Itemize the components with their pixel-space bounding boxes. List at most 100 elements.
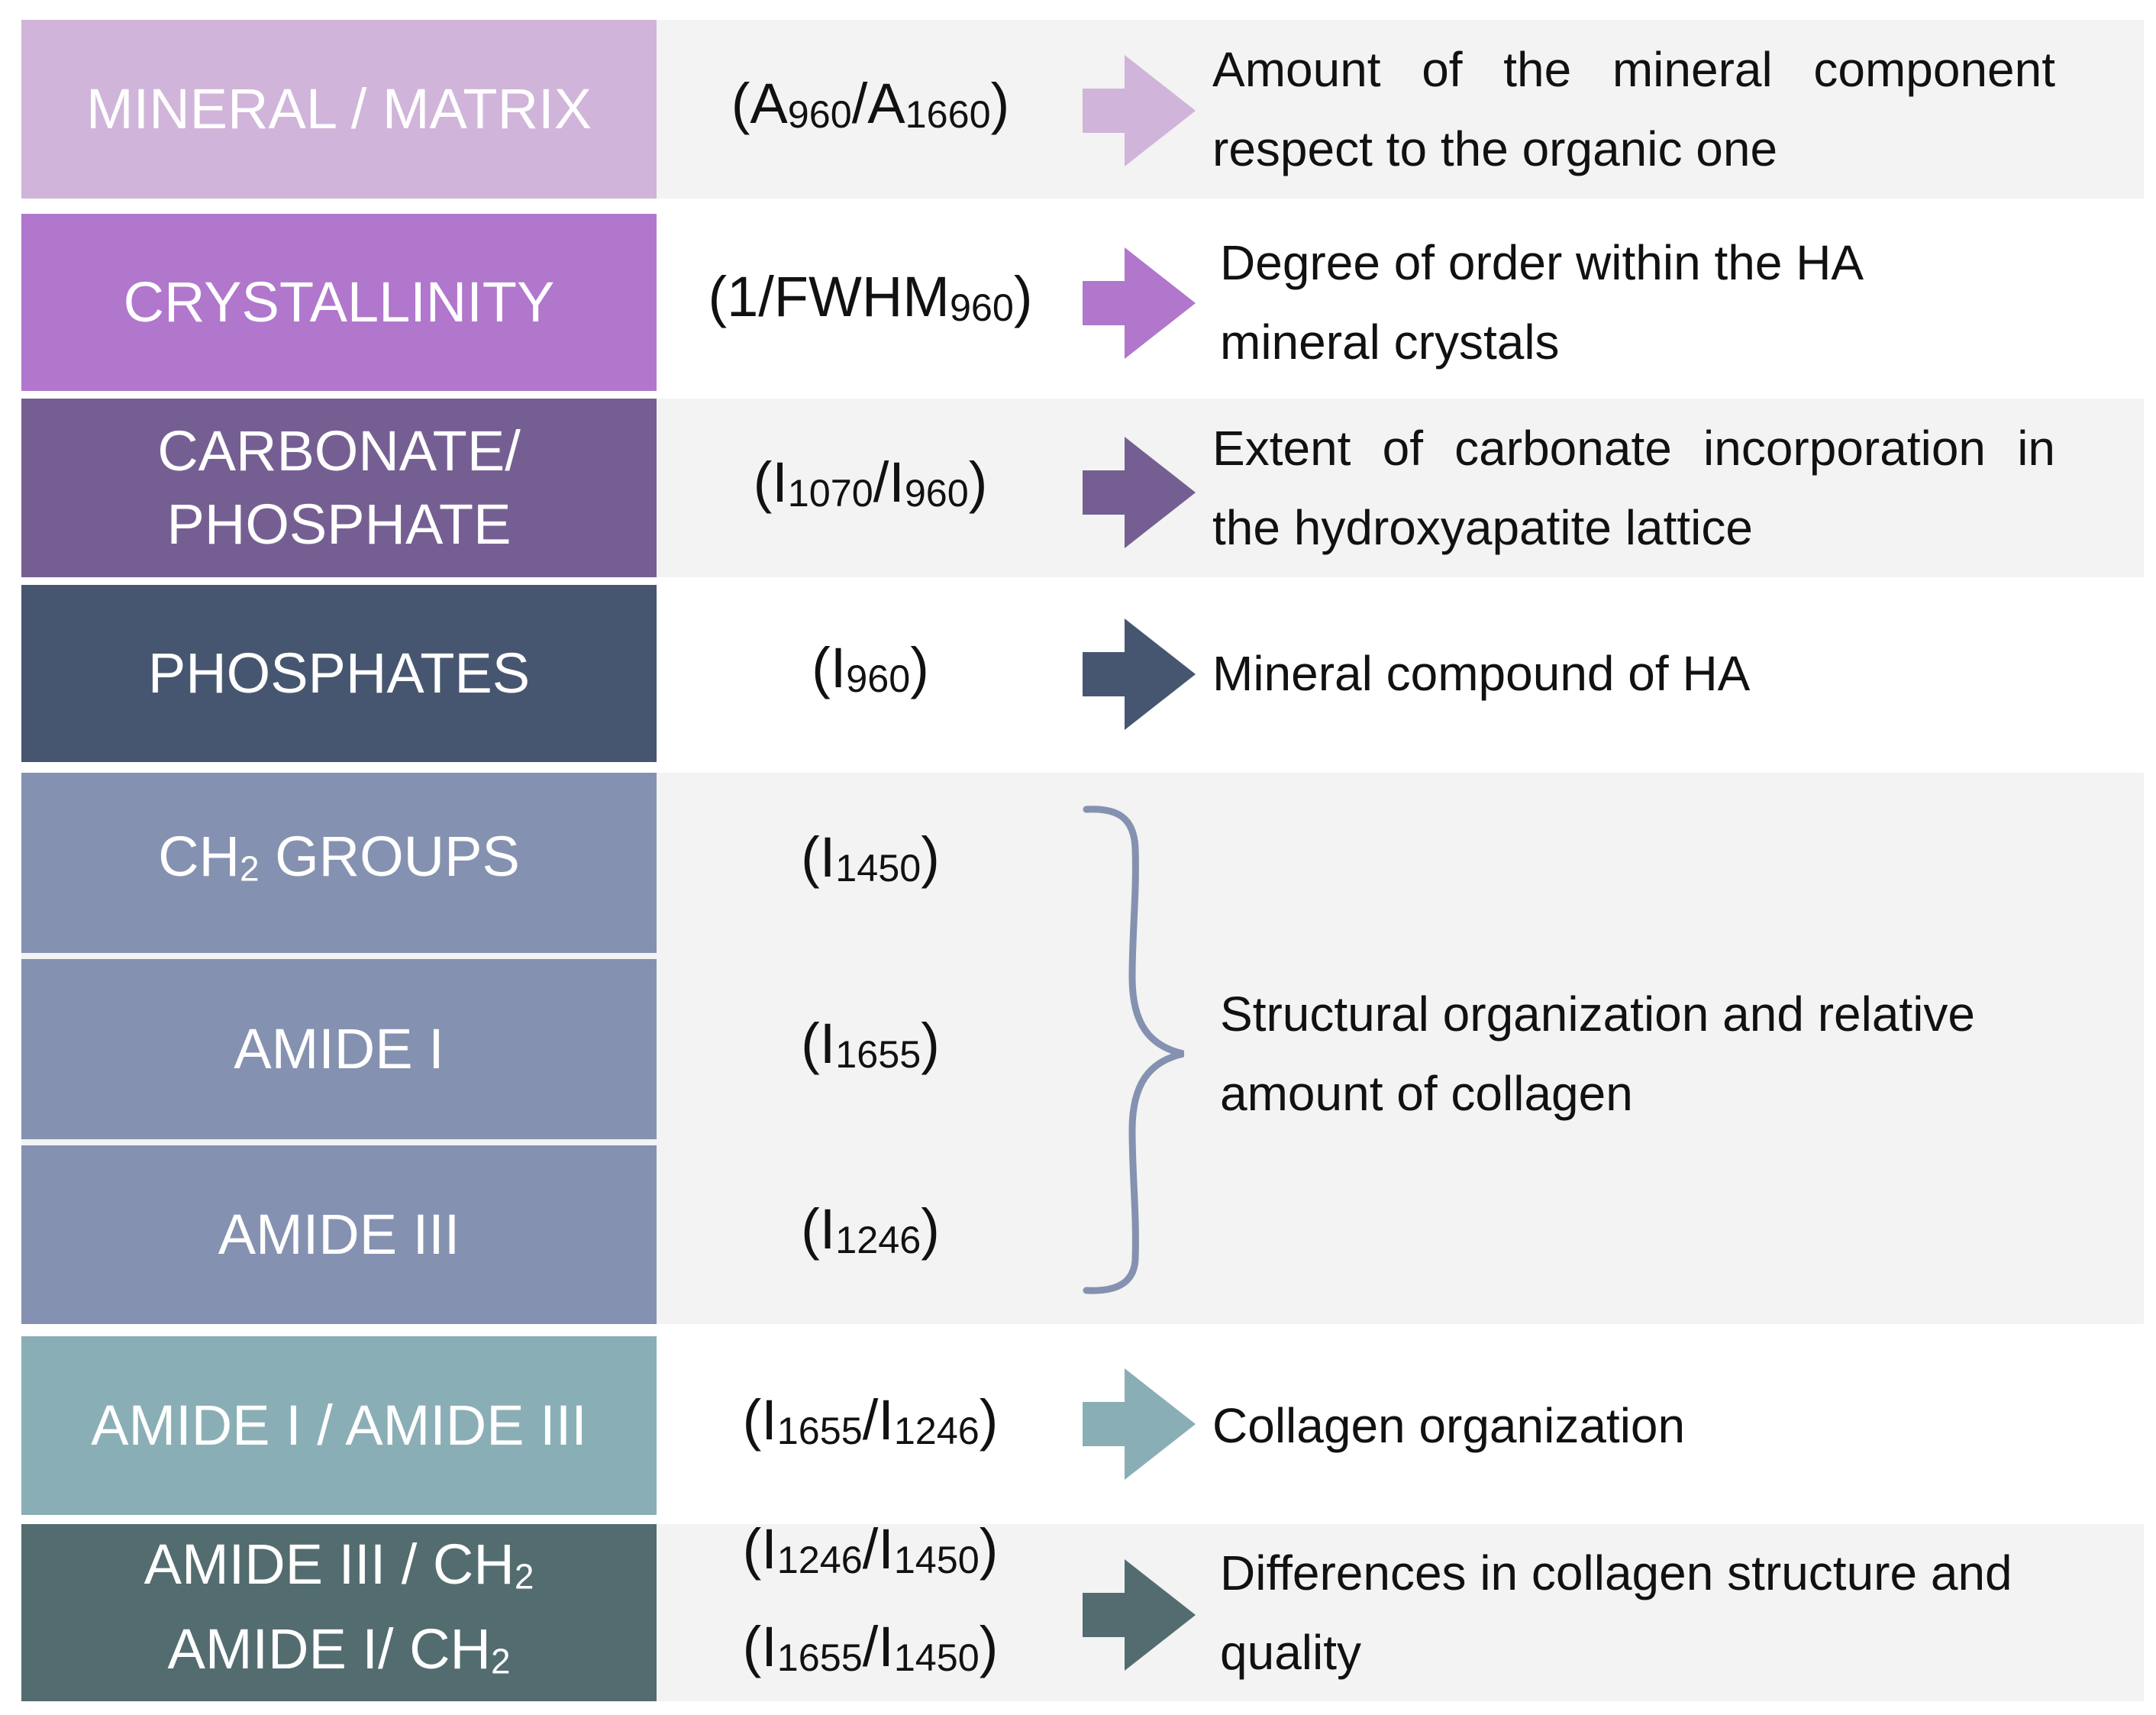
- label-crystallinity: CRYSTALLINITY: [21, 214, 657, 391]
- label-line: AMIDE I / AMIDE III: [91, 1389, 587, 1462]
- formula-subscript: 960: [904, 471, 969, 515]
- formula-line: (I1070/I960): [754, 439, 988, 537]
- formula-text: ): [921, 1011, 940, 1075]
- label-subscript: 2: [490, 1641, 511, 1681]
- formula-text: (I: [801, 1011, 836, 1075]
- formula-subscript: 960: [846, 657, 911, 701]
- label-phosphates: PHOSPHATES: [21, 585, 657, 762]
- label-subscript: 2: [240, 848, 260, 889]
- formula-line: (I1655): [801, 1000, 940, 1098]
- description-crystallinity: Degree of order within the HA mineral cr…: [1220, 221, 2060, 383]
- arrow-amide-i-amide-iii: [1083, 1368, 1196, 1480]
- formula-amide-i: (I1655): [657, 959, 1084, 1139]
- formula-text: ): [979, 1615, 999, 1678]
- label-line: AMIDE I: [234, 1013, 444, 1086]
- description-text: Degree of order within the HA mineral cr…: [1220, 235, 1861, 370]
- formula-carbonate-phosphate: (I1070/I960): [657, 399, 1084, 577]
- label-line: MINERAL / MATRIX: [86, 73, 592, 146]
- label-text: CRYSTALLINITY: [124, 266, 555, 339]
- formula-subscript: 1655: [776, 1409, 863, 1453]
- label-text-part: MINERAL / MATRIX: [86, 77, 592, 140]
- label-text-part: CARBONATE/: [157, 419, 521, 483]
- formula-line: (I960): [812, 625, 929, 722]
- formula-text: (I: [742, 1516, 777, 1581]
- label-text: AMIDE I / AMIDE III: [91, 1389, 587, 1462]
- formula-mineral-matrix: (A960/A1660): [657, 20, 1084, 199]
- formula-text: /I: [862, 1387, 894, 1452]
- label-text-part: PHOSPHATE: [166, 493, 512, 556]
- formula-text: ): [990, 71, 1010, 135]
- label-text: CARBONATE/PHOSPHATE: [157, 415, 521, 561]
- label-text: PHOSPHATES: [148, 637, 530, 710]
- label-text: MINERAL / MATRIX: [86, 73, 592, 146]
- formula-line: (I1655/I1450): [743, 1604, 999, 1701]
- label-line: AMIDE III / CH2: [144, 1528, 534, 1613]
- label-text-part: PHOSPHATES: [147, 641, 531, 705]
- formula-text: (I: [812, 635, 847, 699]
- description-text: Differences in collagen structure and qu…: [1220, 1545, 2012, 1680]
- formula-subscript: 1450: [893, 1538, 980, 1581]
- description-mineral-matrix: Amount of the mineral component respect …: [1212, 27, 2055, 191]
- formula-text: (I: [742, 1615, 777, 1678]
- label-ch2-groups: CH2 GROUPS: [21, 773, 657, 953]
- formula-subscript: 1246: [776, 1538, 863, 1581]
- label-text-part: GROUPS: [259, 825, 520, 889]
- curly-brace-icon: [1083, 806, 1185, 1294]
- description-amide-ch2-ratios: Differences in collagen structure and qu…: [1220, 1532, 2060, 1694]
- formula-subscript: 1655: [835, 1032, 921, 1077]
- description-collagen-group: Structural organization and relative amo…: [1220, 970, 2067, 1138]
- label-text: AMIDE I: [234, 1013, 444, 1086]
- formula-text: /I: [873, 450, 905, 514]
- label-text-part: AMIDE I / AMIDE III: [91, 1394, 587, 1457]
- formula-subscript: 960: [949, 286, 1014, 330]
- formula-line: (I1655/I1246): [743, 1377, 999, 1474]
- description-text: Mineral compound of HA: [1212, 646, 1751, 701]
- formula-subscript: 1450: [835, 846, 921, 890]
- description-text: Extent of carbonate incorporation in the…: [1212, 421, 2055, 555]
- formula-text: /A: [851, 71, 905, 135]
- formula-amide-ch2-ratios: (I1246/I1450)(I1655/I1450): [657, 1497, 1084, 1710]
- formula-subscript: 1070: [787, 471, 873, 515]
- label-text-part: AMIDE I: [234, 1017, 444, 1080]
- formula-subscript: 960: [787, 92, 852, 137]
- formula-text: (I: [801, 1197, 836, 1261]
- label-text-part: AMIDE I/ CH: [167, 1617, 491, 1681]
- formula-text: (I: [753, 450, 788, 514]
- formula-subscript: 1660: [905, 92, 991, 137]
- label-line: CARBONATE/: [157, 415, 521, 488]
- formula-subscript: 1655: [776, 1636, 863, 1680]
- label-carbonate-phosphate: CARBONATE/PHOSPHATE: [21, 399, 657, 577]
- description-text: Structural organization and relative amo…: [1220, 987, 1975, 1121]
- formula-phosphates: (I960): [657, 585, 1084, 762]
- label-mineral-matrix: MINERAL / MATRIX: [21, 20, 657, 199]
- brace-path: [1083, 806, 1185, 1294]
- formula-text: (I: [801, 825, 836, 889]
- formula-subscript: 1246: [893, 1409, 980, 1453]
- label-text: AMIDE III: [218, 1198, 460, 1271]
- label-text-part: CH: [158, 825, 240, 889]
- arrow-amide-ch2-ratios: [1083, 1559, 1196, 1671]
- arrow-phosphates: [1083, 618, 1196, 730]
- formula-text: (I: [742, 1387, 777, 1452]
- label-line: AMIDE I/ CH2: [144, 1613, 534, 1697]
- formula-subscript: 1450: [893, 1636, 980, 1680]
- formula-text: ): [910, 635, 929, 699]
- formula-text: /I: [862, 1615, 894, 1678]
- formula-text: (A: [731, 71, 788, 135]
- label-amide-i: AMIDE I: [21, 959, 657, 1139]
- formula-line: (I1246/I1450): [743, 1506, 999, 1604]
- label-subscript: 2: [514, 1556, 534, 1596]
- label-line: PHOSPHATES: [148, 637, 530, 710]
- label-line: CH2 GROUPS: [158, 820, 520, 905]
- formula-amide-iii: (I1246): [657, 1145, 1084, 1324]
- formula-line: (I1246): [801, 1186, 940, 1284]
- label-text-part: CRYSTALLINITY: [123, 270, 555, 334]
- label-text: CH2 GROUPS: [158, 820, 520, 905]
- label-text-part: AMIDE III: [218, 1203, 460, 1266]
- formula-text: ): [979, 1516, 999, 1581]
- formula-text: ): [1013, 264, 1033, 328]
- description-text: Collagen organization: [1212, 1398, 1686, 1453]
- formula-crystallinity: (1/FWHM960): [657, 214, 1084, 391]
- formula-line: (I1450): [801, 814, 940, 912]
